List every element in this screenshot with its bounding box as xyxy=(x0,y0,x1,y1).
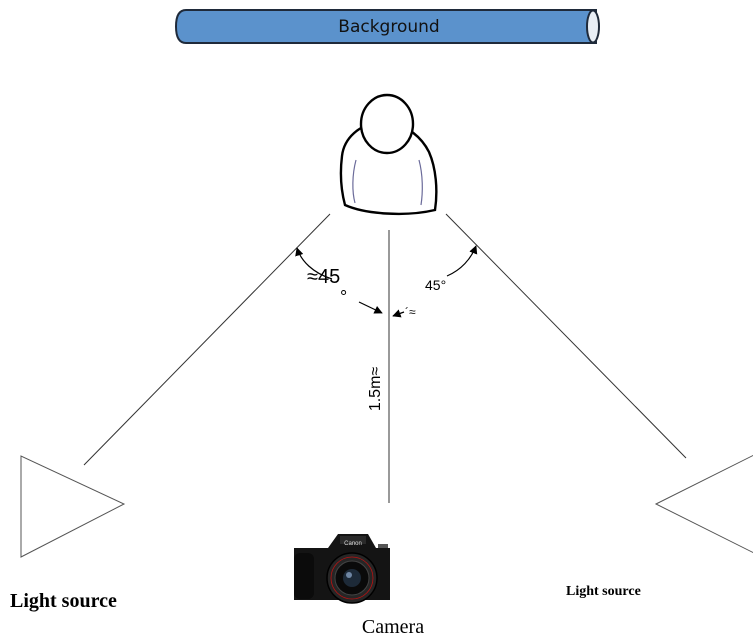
left-angle-arrow xyxy=(295,247,333,280)
right-light-beam xyxy=(445,213,687,459)
background-roll: Background xyxy=(174,9,600,44)
left-light-source-icon xyxy=(20,455,126,558)
left-light-beam xyxy=(83,213,331,466)
left-light-label: Light source xyxy=(10,590,117,612)
camera-label: Camera xyxy=(362,616,424,638)
right-angle-arrow xyxy=(446,245,478,277)
camera-brand: Canon xyxy=(344,541,362,547)
background-tube-end-icon xyxy=(586,9,600,44)
left-center-arrow xyxy=(358,301,383,314)
left-angle-degree: ° xyxy=(340,287,347,307)
right-angle-extra: ´≈ xyxy=(405,305,416,319)
right-light-label: Light source xyxy=(566,584,641,599)
right-angle-label: 45° xyxy=(425,277,446,293)
right-light-source-icon xyxy=(654,454,753,554)
background-tube-icon xyxy=(174,9,597,44)
person-icon xyxy=(339,93,438,216)
right-center-arrow xyxy=(392,309,405,318)
left-angle-label: ≈45 xyxy=(307,266,340,288)
distance-label: 1.5m≈ xyxy=(367,367,384,412)
background-label: Background xyxy=(338,17,439,37)
camera-icon: Canon xyxy=(294,534,390,604)
